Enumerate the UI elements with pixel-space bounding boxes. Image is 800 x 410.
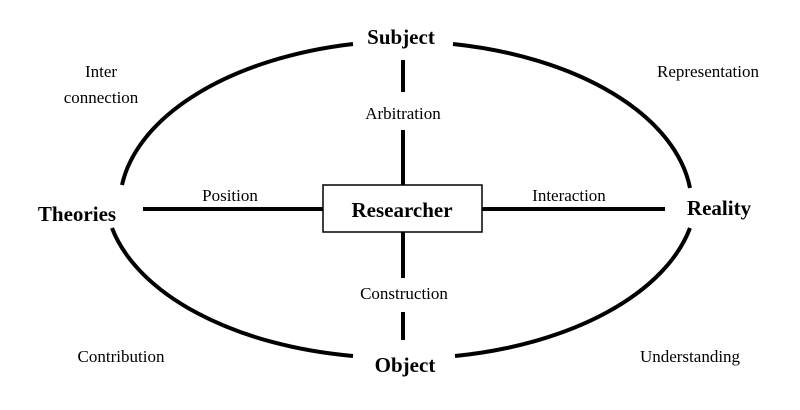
ellipse-arc-bottom-right [454,227,692,358]
quadrant-representation: Representation [657,62,759,81]
label-position: Position [202,186,258,205]
researcher-box [322,184,483,233]
ellipse-arc-top-right [452,42,692,189]
quadrant-connection: connection [64,88,139,107]
quadrant-inter: Inter [85,62,117,81]
node-researcher: Researcher [351,198,452,222]
label-construction: Construction [360,284,448,303]
label-interaction: Interaction [532,186,606,205]
node-theories: Theories [38,202,116,226]
label-arbitration: Arbitration [365,104,441,123]
quadrant-understanding: Understanding [640,347,741,366]
node-object: Object [375,353,436,377]
ellipse-arc-top-left [120,42,354,186]
ellipse-arc-bottom-left [110,227,354,358]
node-subject: Subject [367,25,435,49]
quadrant-contribution: Contribution [78,347,165,366]
node-reality: Reality [687,196,752,220]
